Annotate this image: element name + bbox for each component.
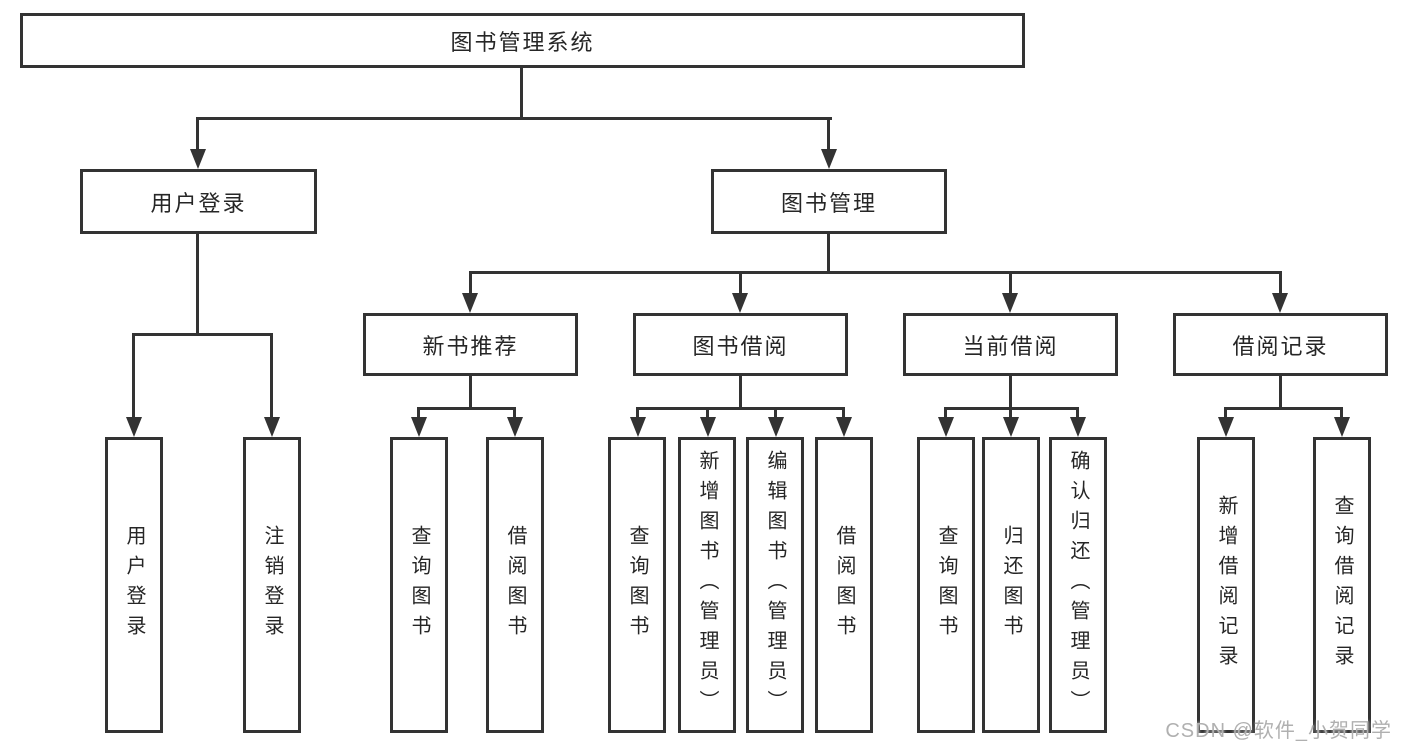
arrow-down-icon: [264, 417, 280, 437]
connector-drop-current: [1009, 271, 1012, 295]
connector-drop-leaf: [774, 407, 777, 419]
leaf-borrow-books: 借阅图书: [815, 437, 873, 733]
connector-drop-leaf: [1076, 407, 1079, 419]
connector-borrow-stem: [739, 376, 742, 409]
connector-drop-login-leaf: [132, 333, 135, 417]
node-book-management: 图书管理: [711, 169, 947, 234]
connector-records-stem: [1279, 376, 1282, 409]
arrow-down-icon: [821, 149, 837, 169]
arrow-down-icon: [1334, 417, 1350, 437]
connector-records-split: [1224, 407, 1343, 410]
arrow-down-icon: [836, 417, 852, 437]
connector-newbook-split: [417, 407, 516, 410]
node-library-management-system: 图书管理系统: [20, 13, 1025, 68]
leaf-add-borrow-record: 新增借阅记录: [1197, 437, 1255, 733]
connector-newbook-stem: [469, 376, 472, 409]
arrow-down-icon: [462, 293, 478, 313]
arrow-down-icon: [1218, 417, 1234, 437]
arrow-down-icon: [700, 417, 716, 437]
arrow-down-icon: [732, 293, 748, 313]
connector-drop-leaf: [417, 407, 420, 419]
leaf-query-borrow-record: 查询借阅记录: [1313, 437, 1371, 733]
leaf-logout: 注销登录: [243, 437, 301, 733]
connector-drop-records: [1279, 271, 1282, 295]
connector-drop-leaf: [1009, 407, 1012, 419]
arrow-down-icon: [190, 149, 206, 169]
arrow-down-icon: [630, 417, 646, 437]
connector-root-stem: [520, 68, 523, 119]
connector-user-split: [132, 333, 273, 336]
connector-drop-leaf: [706, 407, 709, 419]
node-borrowing-records: 借阅记录: [1173, 313, 1388, 376]
connector-drop-logout-leaf: [270, 333, 273, 417]
connector-current-stem: [1009, 376, 1012, 409]
arrow-down-icon: [768, 417, 784, 437]
connector-drop-leaf: [636, 407, 639, 419]
connector-drop-leaf: [944, 407, 947, 419]
connector-drop-user-login: [196, 117, 199, 151]
leaf-query-books-borrow: 查询图书: [608, 437, 666, 733]
connector-drop-leaf: [842, 407, 845, 419]
arrow-down-icon: [411, 417, 427, 437]
arrow-down-icon: [938, 417, 954, 437]
leaf-user-login: 用户登录: [105, 437, 163, 733]
node-book-borrowing: 图书借阅: [633, 313, 848, 376]
leaf-borrow-books-newbook: 借阅图书: [486, 437, 544, 733]
leaf-query-books-newbook: 查询图书: [390, 437, 448, 733]
arrow-down-icon: [1003, 417, 1019, 437]
connector-drop-newbook: [469, 271, 472, 295]
connector-drop-leaf: [513, 407, 516, 419]
arrow-down-icon: [1272, 293, 1288, 313]
connector-user-stem: [196, 234, 199, 335]
arrow-down-icon: [507, 417, 523, 437]
arrow-down-icon: [1002, 293, 1018, 313]
arrow-down-icon: [1070, 417, 1086, 437]
csdn-watermark: CSDN @软件_小贺同学: [1165, 720, 1392, 742]
connector-drop-leaf: [1340, 407, 1343, 419]
connector-root-split: [196, 117, 832, 120]
node-new-book-recommendation: 新书推荐: [363, 313, 578, 376]
leaf-confirm-return-admin: 确认归还（管理员）: [1049, 437, 1107, 733]
connector-mgmt-split: [469, 271, 1282, 274]
connector-mgmt-stem: [827, 234, 830, 273]
node-current-borrowing: 当前借阅: [903, 313, 1118, 376]
connector-drop-book-mgmt: [827, 117, 830, 151]
leaf-return-books: 归还图书: [982, 437, 1040, 733]
leaf-add-books-admin: 新增图书（管理员）: [678, 437, 736, 733]
leaf-query-books-current: 查询图书: [917, 437, 975, 733]
connector-drop-borrow: [739, 271, 742, 295]
arrow-down-icon: [126, 417, 142, 437]
connector-drop-leaf: [1224, 407, 1227, 419]
connector-borrow-split: [636, 407, 845, 410]
node-user-login: 用户登录: [80, 169, 317, 234]
leaf-edit-books-admin: 编辑图书（管理员）: [746, 437, 804, 733]
